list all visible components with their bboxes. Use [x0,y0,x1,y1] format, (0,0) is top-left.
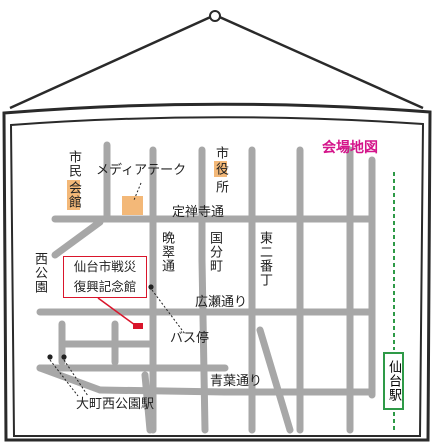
street-higashi-niban-label: 東二番丁 [257,231,272,287]
mediatheque-building [122,196,143,215]
hanging-nail [209,10,221,22]
museum-marker [133,323,143,329]
sendai-station-label: 仙台駅 [386,360,401,402]
street-jozenji-label: 定禅寺通 [172,205,225,220]
mediatheque-label: メディアテーク [96,163,187,178]
street-hirose-label: 広瀬通り [195,295,248,310]
museum-label-line-1: 仙台市戦災 [73,259,137,274]
omachi-dot-2 [61,354,67,360]
bus-stop-label: バス停 [170,331,210,346]
bus-stop-pointer [151,289,186,335]
shiyakusho-mid-label: 役 [213,161,228,177]
museum-label-box: 仙台市戦災 復興記念館 [63,256,147,298]
street-kokubuncho-label: 国分町 [207,231,222,273]
road-aoba-curve [36,364,104,394]
omachi-pointer-2 [63,359,89,397]
street-bansui-label: 晩翠通 [159,231,174,273]
shimin-kaikan-top-label: 市民 [66,150,81,178]
sendai-station-box: 仙台駅 [383,352,404,410]
road-v-kokubun-s [198,256,209,434]
shiyakusho-bottom-label: 所 [213,180,228,194]
road-sw [141,371,154,434]
museum-pointer [97,297,136,326]
mediatheque-pointer [133,182,142,201]
street-aoba-label: 青葉通り [210,374,263,389]
road-diagonal-nw [51,218,104,259]
omachi-dot-1 [47,354,53,360]
road-diagonal-se [256,326,294,434]
hanging-string [9,13,424,110]
omachi-station-label: 大町西公園駅 [76,397,155,412]
map-title: 会場地図 [322,140,378,156]
street-nishi-koen-label: 西公園 [32,252,47,294]
shimin-kaikan-bottom-label: 会館 [66,180,81,210]
shiyakusho-top-label: 市 [213,146,228,160]
poster-inner-frame [9,116,425,437]
bus-stop-dot [148,284,154,290]
museum-label-line-2: 復興記念館 [73,279,137,294]
